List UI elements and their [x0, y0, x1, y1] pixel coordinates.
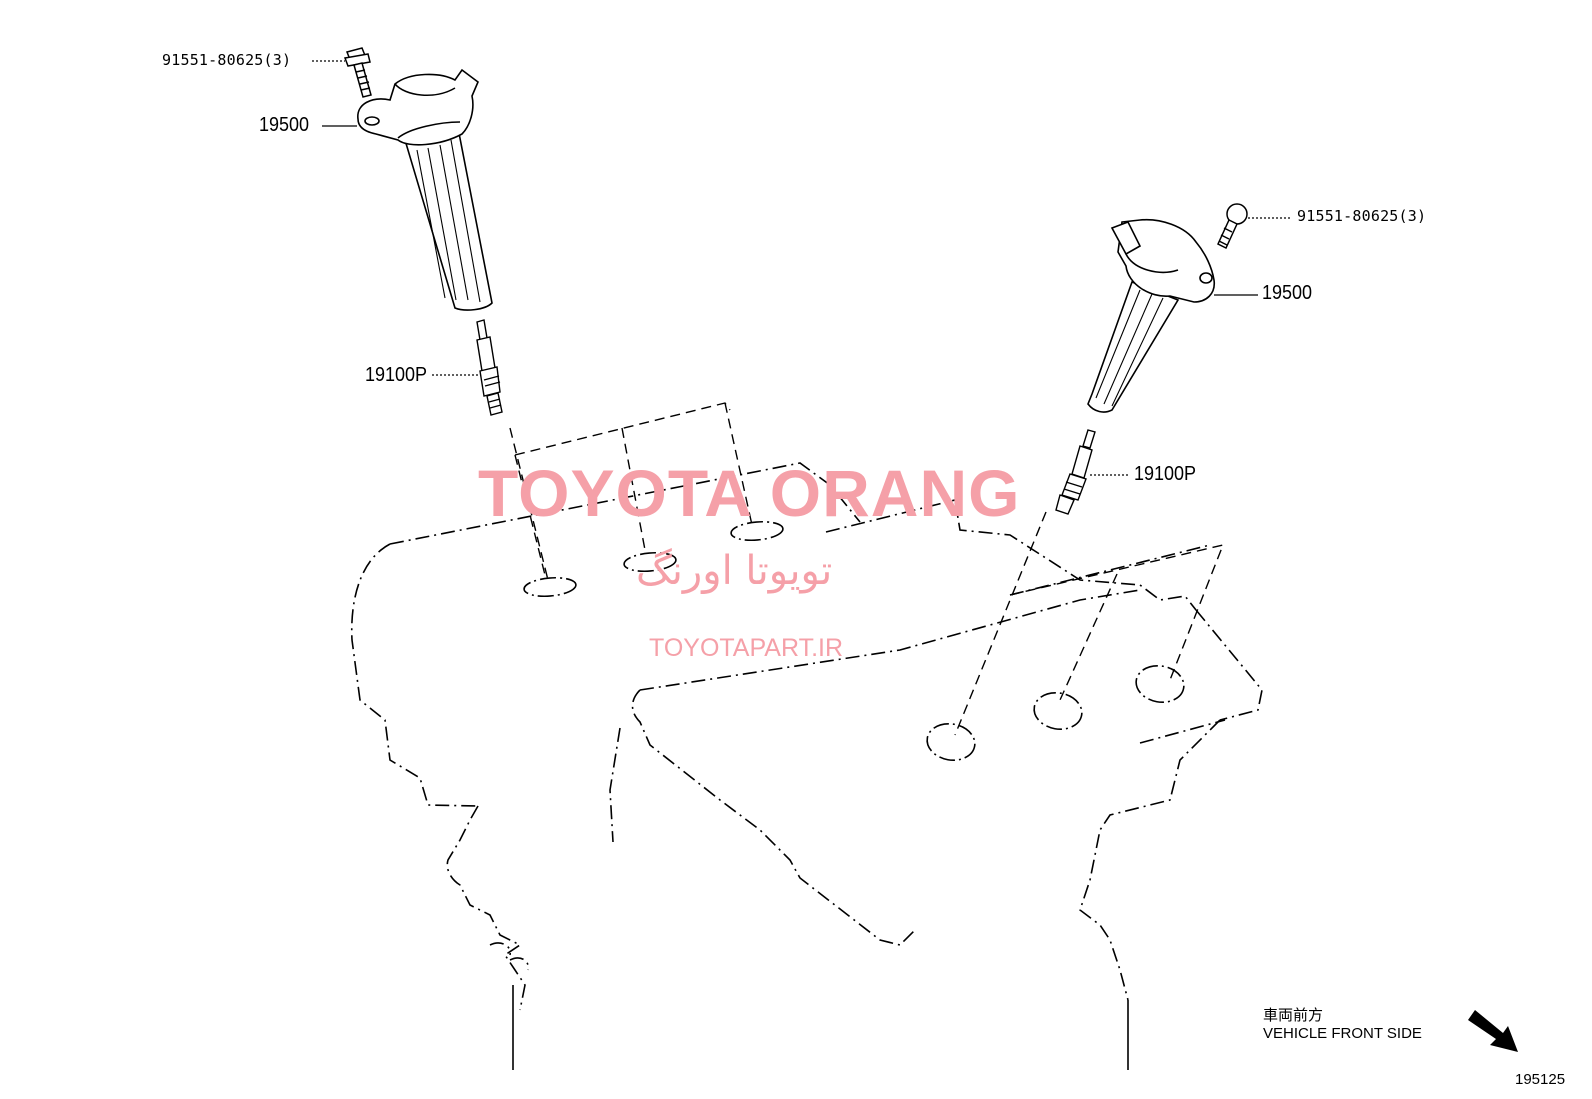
vehicle-front-label-en: VEHICLE FRONT SIDE	[1263, 1025, 1422, 1042]
spark-plug-left-drawing	[476, 319, 503, 416]
spark-plug-right-drawing	[1055, 429, 1096, 515]
bolt-right-drawing	[1217, 203, 1248, 250]
engine-head-outline	[350, 462, 1263, 1011]
engine-solid-edges	[512, 985, 1129, 1070]
ignition-coil-right-drawing	[1087, 218, 1216, 413]
label-coil-left: 19500	[259, 114, 310, 136]
bolt-left-drawing	[343, 47, 372, 98]
ignition-coil-left-drawing	[357, 68, 493, 311]
label-coil-right: 19500	[1262, 282, 1313, 304]
figure-number: 195125	[1515, 1071, 1566, 1088]
alignment-lines	[509, 402, 1225, 736]
label-plug-left: 19100P	[365, 364, 428, 386]
label-plug-right: 19100P	[1134, 463, 1197, 485]
vehicle-front-label-jp: 車両前方	[1263, 1007, 1324, 1024]
spark-plug-holes	[523, 520, 1185, 762]
label-bolt-left: 91551-80625(3)	[162, 51, 292, 69]
label-bolt-right: 91551-80625(3)	[1297, 207, 1427, 225]
vehicle-front-arrow-icon	[1468, 1010, 1518, 1052]
